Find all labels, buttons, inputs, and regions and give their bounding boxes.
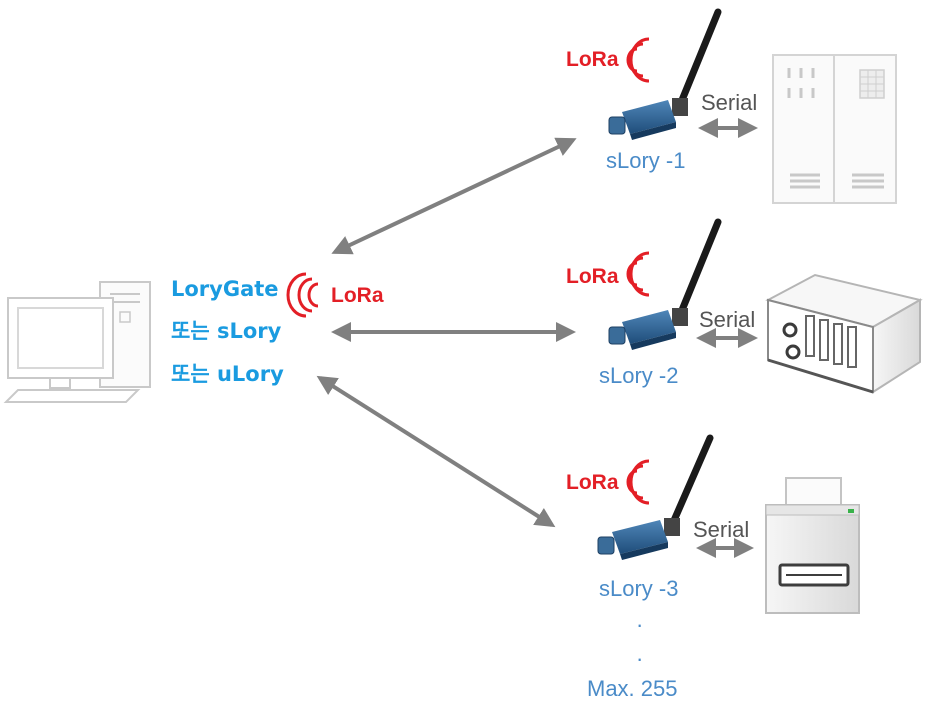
continuation-dot: · [636, 612, 644, 637]
printer-icon [765, 477, 860, 614]
gateway-label-line2: 또는 sLory [171, 319, 282, 343]
arrow-to-node-1 [331, 137, 577, 255]
gateway-lora-label: LoRa [331, 284, 384, 307]
rack-server-icon [765, 273, 923, 394]
lora-wave-icon [626, 37, 650, 83]
slory-module-icon [608, 218, 722, 350]
node-2-name: sLory -2 [599, 363, 679, 388]
gateway-label-line1: LoryGate [171, 277, 279, 301]
computer-icon [3, 281, 151, 403]
node-1-serial-label: Serial [701, 90, 758, 115]
max-nodes-label: Max. 255 [587, 676, 678, 701]
arrow-to-node-3 [316, 375, 556, 528]
node-1-lora-label: LoRa [566, 48, 619, 71]
node-2-lora-label: LoRa [566, 265, 619, 288]
lora-wave-icon [286, 272, 319, 318]
node-3-name: sLory -3 [599, 576, 679, 601]
lora-wave-icon [626, 459, 650, 505]
lora-wave-icon [626, 251, 650, 297]
gateway-label-line3: 또는 uLory [171, 362, 284, 386]
node-3-lora-label: LoRa [566, 471, 619, 494]
slory-module-icon [608, 8, 722, 140]
link-arrows [316, 118, 758, 558]
server-cabinet-icon [772, 54, 897, 204]
node-3-serial-label: Serial [693, 517, 750, 542]
node-1-name: sLory -1 [606, 148, 686, 173]
node-2-serial-label: Serial [699, 307, 756, 332]
slory-module-icon [597, 434, 714, 560]
continuation-dot: · [636, 646, 644, 671]
